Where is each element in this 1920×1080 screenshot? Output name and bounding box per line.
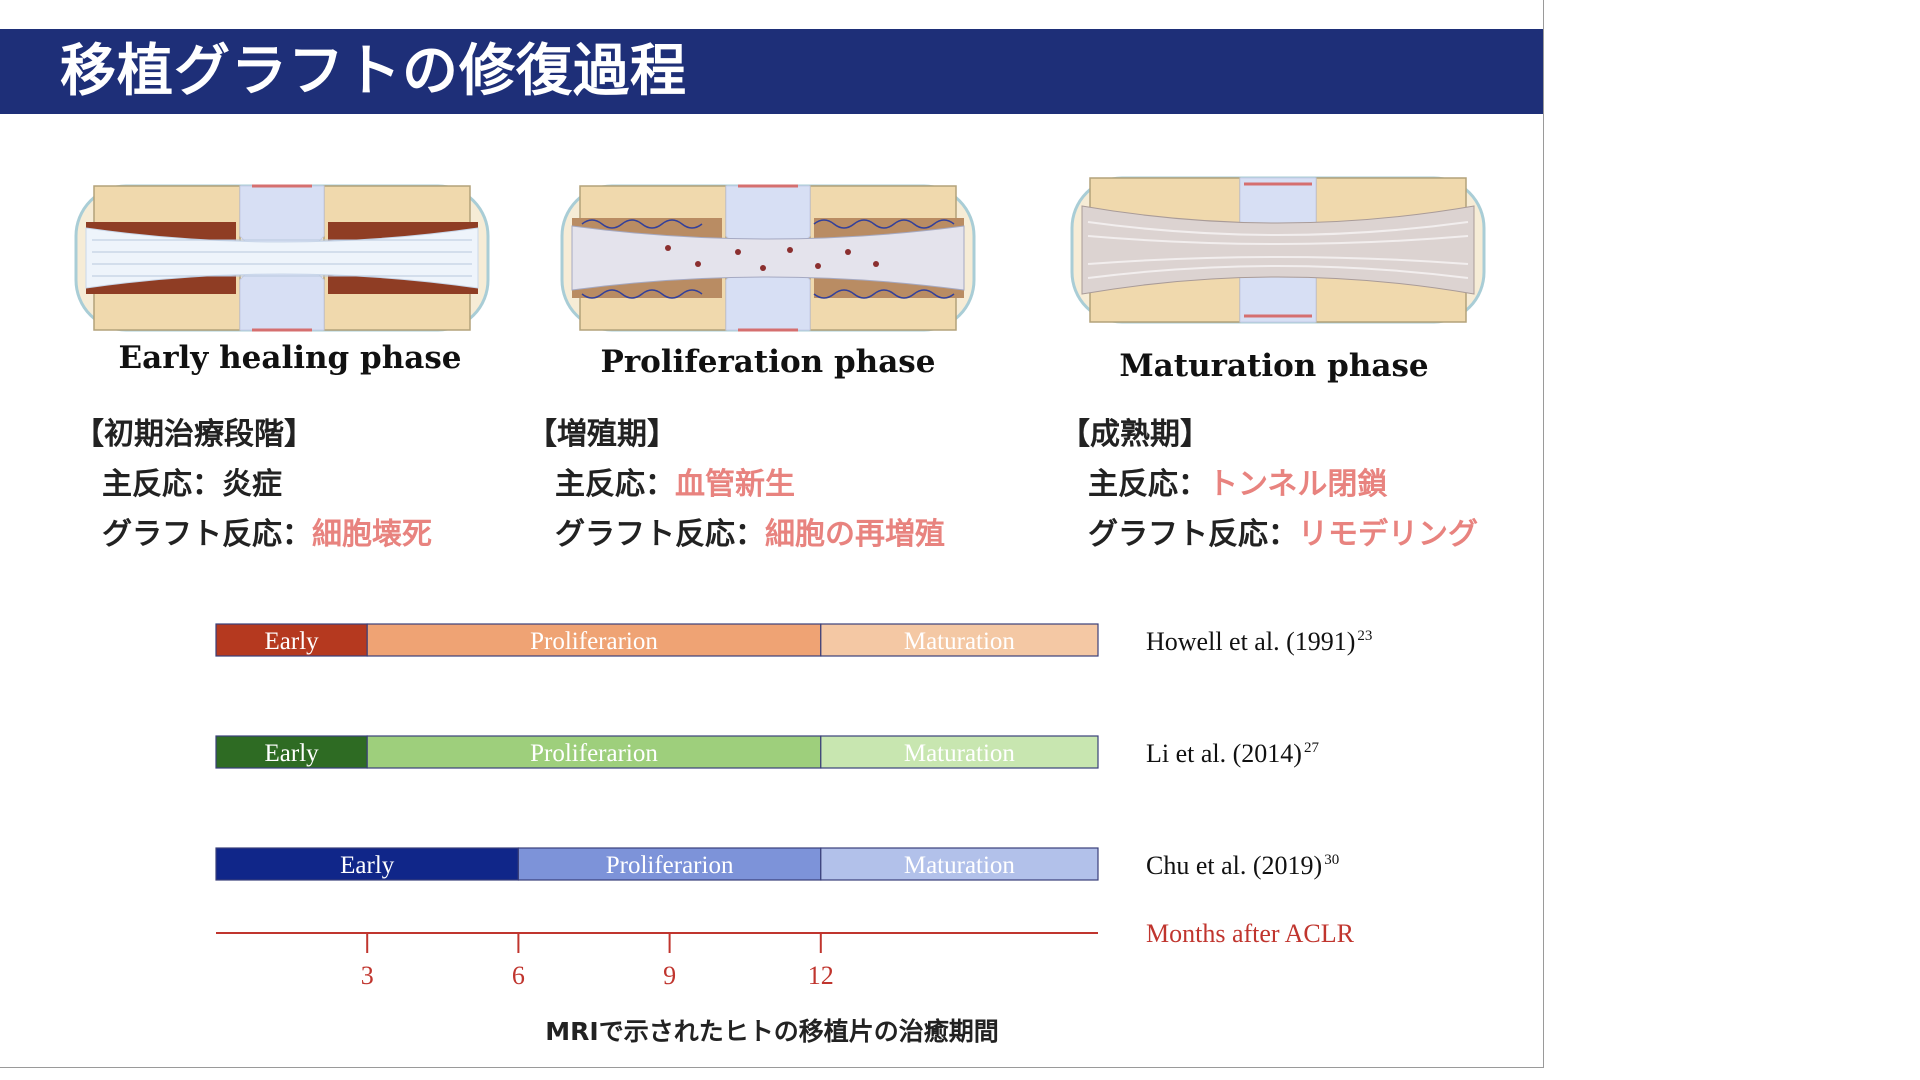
bar-segment-proliferarion [517,847,822,881]
graft-response: グラフト反応：細胞の再増殖 [555,517,945,552]
x-tick-label: 9 [663,961,676,990]
bar-segment-label: Proliferarion [530,628,658,655]
phase-label-maturation: Maturation phase [1119,348,1429,384]
phase-heading: 【初期治療段階】 [74,417,314,452]
slide: 移植グラフトの修復過程 Early healing phase [0,0,1544,1068]
x-tick-label: 12 [808,961,834,990]
graft-response: グラフト反応：細胞壊死 [102,517,432,552]
graft-response: グラフト反応：リモデリング [1088,517,1478,552]
bar-segment-maturation [820,735,1099,769]
x-axis-label: Months after ACLR [1146,919,1355,948]
bar-segment-label: Proliferarion [530,740,658,767]
bar-segment-proliferarion [366,735,822,769]
phase-description-early: 【初期治療段階】 主反応：炎症 グラフト反応：細胞壊死 [74,410,432,560]
phase-label-proliferation: Proliferation phase [600,344,936,380]
study-reference-superscript: 23 [1357,628,1372,644]
study-reference: Howell et al. (1991) [1146,627,1355,656]
title-bar: 移植グラフトの修復過程 [0,29,1543,114]
maturation-illustration [1070,176,1486,324]
main-response: 主反応：血管新生 [555,467,795,502]
phase-description-proliferation: 【増殖期】 主反応：血管新生 グラフト反応：細胞の再増殖 [527,410,945,560]
phase-label-early: Early healing phase [118,340,462,376]
phase-heading: 【成熟期】 [1060,417,1210,452]
main-response: 主反応：炎症 [102,467,282,502]
slide-title: 移植グラフトの修復過程 [60,39,687,104]
bar-segment-label: Proliferarion [606,852,734,879]
main-response: 主反応：トンネル閉鎖 [1088,467,1388,502]
bar-segment-maturation [820,847,1099,881]
bar-segment-label: Maturation [904,740,1016,767]
bar-segment-early [215,735,368,769]
x-tick-label: 6 [512,961,525,990]
early-healing-illustration [74,184,490,332]
bar-segment-label: Early [265,740,320,767]
bar-segment-label: Early [265,628,320,655]
bar-segment-proliferarion [366,623,822,657]
study-reference-superscript: 30 [1324,852,1339,868]
study-reference: Li et al. (2014) [1146,739,1302,768]
x-tick-label: 3 [361,961,374,990]
bar-segment-label: Early [340,852,395,879]
phase-heading: 【増殖期】 [527,417,677,452]
bar-segment-maturation [820,623,1099,657]
chart-caption: MRIで示されたヒトの移植片の治癒期間 [545,1017,999,1046]
proliferation-illustration [560,184,976,332]
bar-segment-early [215,847,519,881]
study-reference-superscript: 27 [1304,740,1320,756]
bar-segment-label: Maturation [904,628,1016,655]
phase-description-maturation: 【成熟期】 主反応：トンネル閉鎖 グラフト反応：リモデリング [1060,410,1478,560]
bar-segment-label: Maturation [904,852,1016,879]
study-reference: Chu et al. (2019) [1146,851,1322,880]
